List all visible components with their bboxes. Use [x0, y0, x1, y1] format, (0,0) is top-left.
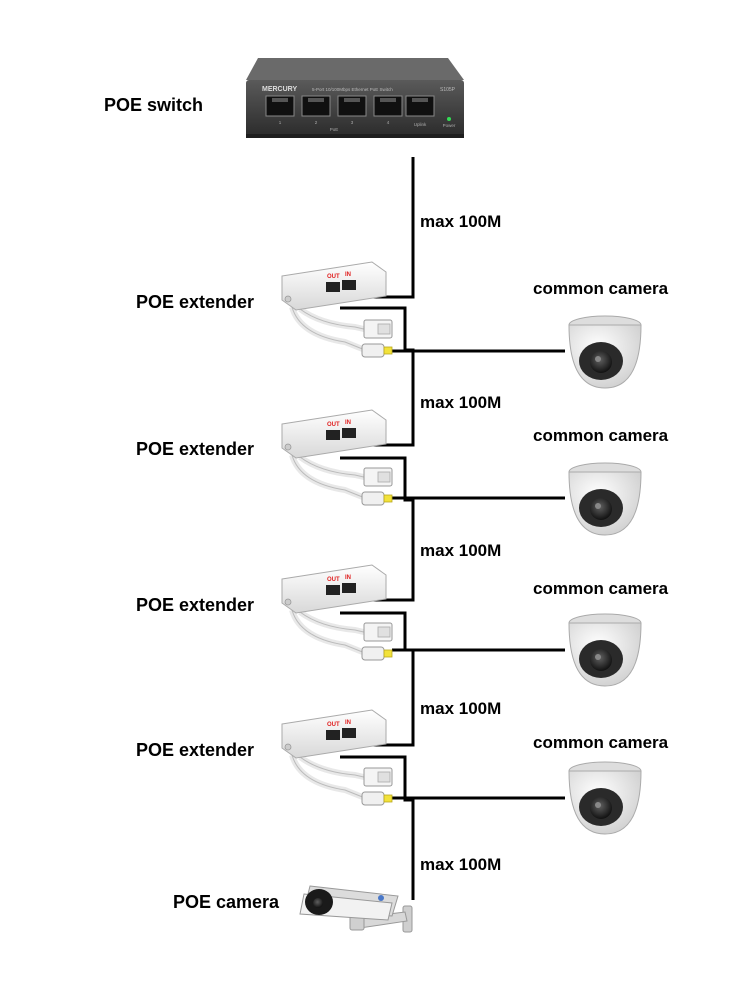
trunk-segment-3 [340, 456, 415, 602]
extender-label-1: POE extender [136, 292, 254, 312]
switch-label: POE switch [104, 95, 203, 115]
switch-port-2 [301, 95, 331, 117]
camera-label-1: common camera [533, 279, 669, 298]
trunk-segment-1 [368, 157, 415, 299]
switch-port-3 [337, 95, 367, 117]
switch-brand: MERCURY [262, 86, 297, 93]
switch-port-label-4: 4 [387, 120, 390, 125]
bullet-camera-icon [299, 885, 413, 933]
trunk-segment-5 [340, 755, 415, 900]
extender-out-label-1: OUT [327, 274, 340, 280]
extender-out-label-4: OUT [327, 722, 340, 728]
switch-port-4 [373, 95, 403, 117]
poe-camera-label: POE camera [173, 892, 280, 912]
switch-description: 5-Port 10/100Mbps Ethernet PoE Switch [312, 87, 393, 92]
switch-port-uplink [405, 95, 435, 117]
poe-switch-device: MERCURY 5-Port 10/100Mbps Ethernet PoE S… [246, 58, 464, 138]
extender-label-2: POE extender [136, 439, 254, 459]
switch-port-label-2: 2 [315, 120, 318, 125]
switch-uplink-label: Uplink [414, 122, 427, 127]
camera-branch-cables [392, 349, 565, 800]
extender-in-label-2: IN [345, 420, 351, 426]
camera-label-4: common camera [533, 733, 669, 752]
switch-port-1 [265, 95, 295, 117]
poe-extender-device-2: OUT IN [281, 409, 393, 506]
camera-label-3: common camera [533, 579, 669, 598]
extender-out-label-3: OUT [327, 577, 340, 583]
poe-extender-device-3: OUT IN [281, 564, 393, 661]
switch-power-label: Power [443, 123, 456, 128]
extender-in-label-1: IN [345, 272, 351, 278]
camera-label-2: common camera [533, 426, 669, 445]
poe-extender-device-1: OUT IN [281, 261, 393, 358]
switch-port-label-1: 1 [279, 120, 282, 125]
segment-label-2: max 100M [420, 393, 501, 412]
dome-camera-icon-2 [568, 462, 642, 536]
switch-model: S105P [440, 87, 456, 93]
extender-out-label-2: OUT [327, 422, 340, 428]
dome-camera-icon-3 [568, 613, 642, 687]
segment-label-4: max 100M [420, 699, 501, 718]
switch-port-label-3: 3 [351, 120, 354, 125]
extender-in-label-3: IN [345, 575, 351, 581]
segment-label-3: max 100M [420, 541, 501, 560]
extender-label-3: POE extender [136, 595, 254, 615]
segment-label-5: max 100M [420, 855, 501, 874]
extender-in-label-4: IN [345, 720, 351, 726]
poe-extender-device-4: OUT IN [281, 709, 393, 806]
extender-label-4: POE extender [136, 740, 254, 760]
segment-label-1: max 100M [420, 212, 501, 231]
dome-camera-icon-1 [568, 315, 642, 389]
dome-camera-icon-4 [568, 761, 642, 835]
switch-power-led [447, 117, 451, 121]
switch-poe-label: PoE [330, 127, 339, 132]
